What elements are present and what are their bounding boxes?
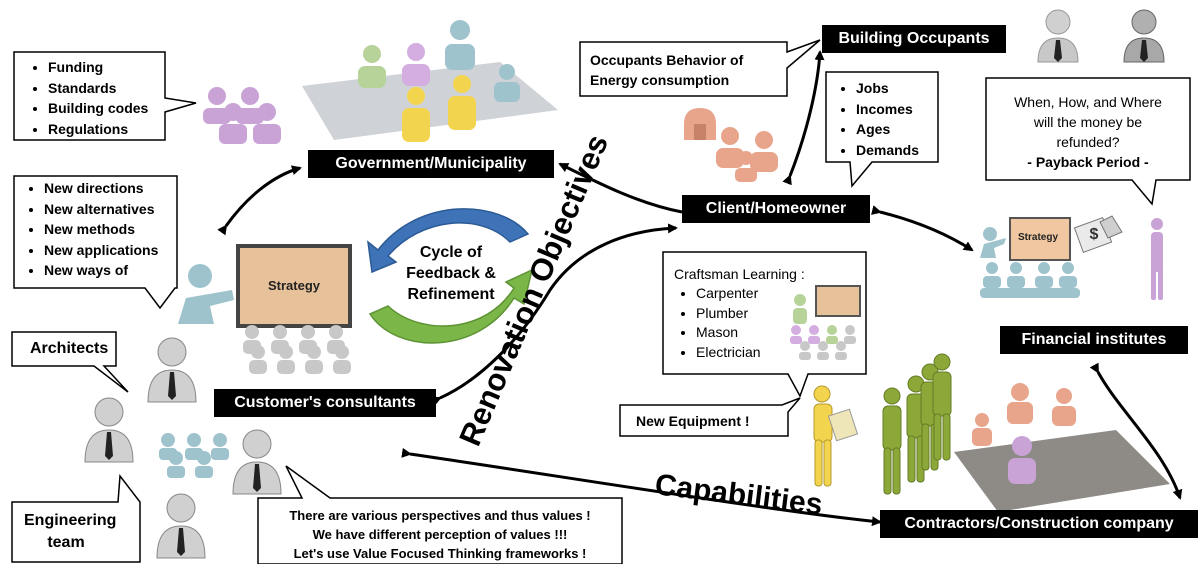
lilac-standing-person-icon xyxy=(1151,218,1163,300)
consultant-strategy-board-label: Strategy xyxy=(268,278,321,293)
finance-strategy-board-label: Strategy xyxy=(1018,232,1059,243)
list-item: Ages xyxy=(856,119,919,140)
occupants-client-arrow xyxy=(782,50,825,186)
cycle-of-feedback-label: Cycle of Feedback & Refinement xyxy=(406,244,496,303)
list-item: Carpenter xyxy=(696,284,805,304)
team-group-icon xyxy=(159,433,229,478)
list-item: Funding xyxy=(48,57,148,78)
list-item: Electrician xyxy=(696,343,805,363)
occupant-demographics-list: Jobs Incomes Ages Demands xyxy=(834,78,919,160)
architect-icon xyxy=(147,337,197,403)
client-government-arrow xyxy=(558,162,683,214)
list-item: Building codes xyxy=(48,98,148,119)
money-icon: $ xyxy=(1073,215,1123,253)
contractor-meeting-illustration xyxy=(954,383,1170,512)
foreman-with-clipboard-icon xyxy=(813,385,859,487)
list-item: New alternatives xyxy=(44,199,158,220)
demographics-callout-frame xyxy=(825,71,939,188)
workers-group-icon xyxy=(882,353,952,495)
consultants-government-arrow xyxy=(217,165,302,236)
architects-label: Architects xyxy=(30,340,109,357)
capabilities-arrow xyxy=(401,447,882,527)
government-meeting-illustration xyxy=(302,20,558,142)
businessman-icon xyxy=(1123,9,1165,63)
building-occupants-label: Building Occupants xyxy=(822,25,1006,53)
craftsman-title: Craftsman Learning : xyxy=(674,266,805,282)
businessman-icon xyxy=(1037,9,1079,63)
house-family-icon xyxy=(684,108,778,182)
list-item: Incomes xyxy=(856,99,919,120)
occupants-behavior-note: Occupants Behavior of Energy consumption xyxy=(590,52,744,88)
lilac-people-icon xyxy=(203,87,281,144)
customers-consultants-label: Customer's consultants xyxy=(214,389,436,417)
consultants-callout-frame xyxy=(13,175,178,310)
craftsman-training-icon xyxy=(790,285,861,360)
list-item: Plumber xyxy=(696,304,805,324)
new-equipment-label: New Equipment ! xyxy=(636,413,750,429)
client-homeowner-label: Client/Homeowner xyxy=(682,195,870,223)
engineer-icon xyxy=(84,397,134,463)
equipment-callout-frame xyxy=(619,397,801,437)
engineer-icon xyxy=(232,429,282,495)
financial-institutes-label: Financial institutes xyxy=(1000,326,1188,354)
government-callout-frame xyxy=(13,51,197,141)
engineer-icon xyxy=(156,493,206,559)
finance-presentation-illustration xyxy=(980,217,1080,298)
consultant-strategy-illustration xyxy=(178,244,352,374)
engineering-team-label: Engineering team xyxy=(24,512,117,551)
list-item: Regulations xyxy=(48,119,148,140)
value-focused-thinking-note: There are various perspectives and thus … xyxy=(289,508,591,561)
svg-text:$: $ xyxy=(1090,226,1099,243)
list-item: New methods xyxy=(44,219,158,240)
payback-period-label: - Payback Period - xyxy=(1027,154,1149,170)
client-finance-arrow xyxy=(871,205,974,252)
list-item: Mason xyxy=(696,323,805,343)
capabilities-label: Capabilities xyxy=(653,468,824,521)
payback-question: When, How, and Where will the money be r… xyxy=(990,92,1186,172)
objectives-arrow xyxy=(430,223,678,406)
list-item: Standards xyxy=(48,78,148,99)
consultant-ideas-list: New directions New alternatives New meth… xyxy=(22,178,158,281)
list-item: New applications xyxy=(44,240,158,261)
list-item: New directions xyxy=(44,178,158,199)
finance-contractors-arrow xyxy=(1089,362,1183,500)
list-item: Demands xyxy=(856,140,919,161)
contractors-label: Contractors/Construction company xyxy=(880,510,1198,538)
payback-callout-frame xyxy=(985,77,1191,206)
engineering-callout-frame xyxy=(11,473,141,563)
architects-callout-frame xyxy=(11,331,129,393)
government-requirements-list: Funding Standards Building codes Regulat… xyxy=(26,57,148,139)
government-label: Government/Municipality xyxy=(308,150,554,178)
list-item: New ways of xyxy=(44,260,158,281)
craftsman-learning-list: Craftsman Learning : Carpenter Plumber M… xyxy=(674,264,805,362)
list-item: Jobs xyxy=(856,78,919,99)
